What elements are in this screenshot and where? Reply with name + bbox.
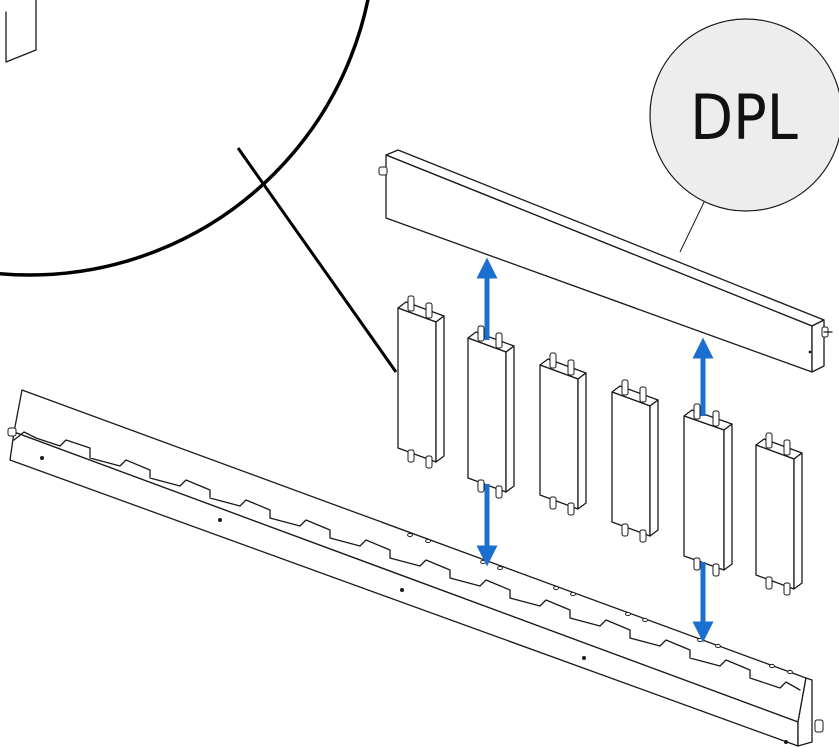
callout-bubble <box>649 18 839 212</box>
callout-leader-line <box>679 197 707 253</box>
dpl-callout: DPL <box>649 18 839 253</box>
rail-step-profile <box>13 431 801 691</box>
top-rail <box>378 149 833 373</box>
pillar-1 <box>397 295 445 469</box>
movement-arrows <box>476 257 714 643</box>
detail-leader-line <box>236 147 398 373</box>
callout-label: DPL <box>690 81 798 154</box>
pillar-4 <box>611 379 659 543</box>
pillar-5 <box>683 403 733 577</box>
pillar-6 <box>755 432 803 596</box>
detail-magnifier-circle <box>0 0 398 373</box>
pillar-2 <box>467 325 515 499</box>
pillar-3 <box>539 352 587 516</box>
bottom-rail <box>7 389 824 747</box>
